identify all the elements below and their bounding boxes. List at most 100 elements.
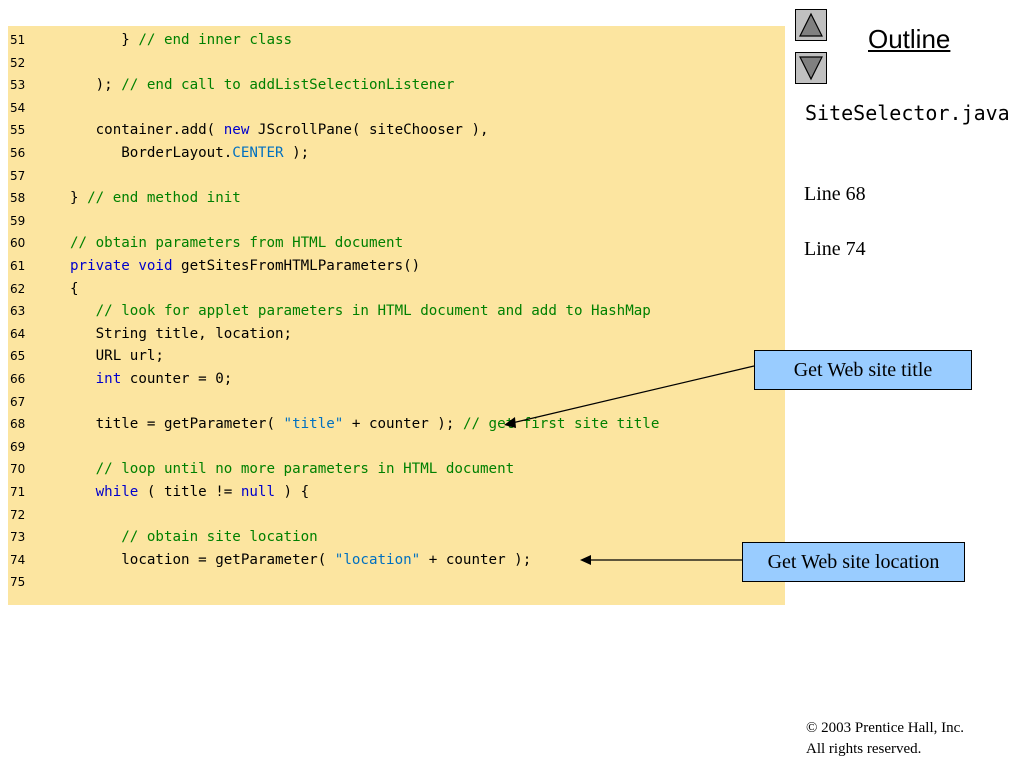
code-line: 65 URL url; [8, 345, 785, 367]
callout-web-site-location: Get Web site location [742, 542, 965, 582]
line-number: 66 [10, 372, 26, 386]
code-text: title = getParameter( "title" + counter … [70, 413, 660, 435]
code-text: location = getParameter( "location" + co… [70, 549, 531, 571]
line-number: 69 [10, 439, 26, 454]
file-name: SiteSelector.java [805, 101, 1010, 125]
code-token: + counter ); [343, 416, 463, 433]
line-number: 75 [10, 575, 26, 590]
code-token: ); [70, 77, 122, 94]
code-text: ); // end call to addListSelectionListen… [70, 74, 455, 96]
code-token: JScrollPane( siteChooser ), [249, 122, 489, 139]
line-number: 67 [10, 394, 26, 409]
code-text: while ( title != null ) { [70, 481, 310, 503]
outline-link[interactable]: Outline [868, 24, 951, 54]
code-token: String title, location; [70, 325, 293, 342]
code-token: ); [283, 145, 310, 161]
line-number: 70 [10, 462, 26, 477]
line-number: 60 [10, 236, 26, 251]
code-line: 54 [8, 97, 785, 119]
arrowhead-icon [580, 555, 591, 565]
arrow-to-line-68 [511, 365, 755, 424]
code-line: 71 while ( title != null ) { [8, 481, 785, 503]
code-text: private void getSitesFromHTMLParameters(… [70, 255, 420, 277]
line-number: 56 [10, 146, 26, 160]
code-token: // end call to addListSelectionListener [121, 77, 455, 94]
code-listing: 51 } // end inner class 52 53 ); // end ca… [8, 26, 785, 605]
code-token: getSitesFromHTMLParameters() [172, 258, 421, 274]
code-text: // obtain parameters from HTML document [70, 232, 403, 254]
code-token: null [240, 484, 276, 500]
callout-web-site-title: Get Web site title [754, 350, 972, 390]
code-token: + counter ); [420, 551, 532, 568]
line-number: 59 [10, 213, 26, 228]
previous-slide-button[interactable] [795, 9, 827, 41]
code-token: title = getParameter( [70, 416, 284, 433]
triangle-up-icon [799, 12, 823, 37]
code-token: // look for applet parameters in HTML do… [95, 303, 651, 320]
line-number: 52 [10, 55, 26, 70]
code-token: int [95, 371, 122, 387]
line-number: 61 [10, 259, 26, 273]
code-text: // loop until no more parameters in HTML… [70, 458, 515, 480]
code-token: ( title != [138, 484, 241, 500]
next-slide-button[interactable] [795, 52, 827, 84]
code-text: int counter = 0; [70, 368, 233, 390]
code-token: container.add( [70, 122, 224, 139]
copyright-text: © 2003 Prentice Hall, Inc. [806, 720, 965, 736]
code-token: } [70, 190, 88, 207]
line-reference: Line 74 [804, 238, 866, 260]
line-number: 53 [10, 78, 26, 93]
line-number: 72 [10, 507, 26, 522]
code-text: BorderLayout.CENTER ); [70, 142, 309, 164]
code-line: 73 // obtain site location [8, 526, 785, 548]
code-line: 61 private void getSitesFromHTMLParameter… [8, 255, 785, 277]
code-token: CENTER [232, 145, 284, 161]
line-number: 73 [10, 530, 26, 545]
triangle-down-icon [799, 56, 823, 81]
code-line: 62{ [8, 278, 785, 300]
line-number: 63 [10, 304, 26, 319]
code-line: 75 [8, 571, 785, 593]
code-line: 53 ); // end call to addListSelectionLis… [8, 74, 785, 96]
code-text: container.add( new JScrollPane( siteChoo… [70, 119, 489, 141]
line-reference: Line 68 [804, 183, 866, 205]
code-text: } // end method init [70, 187, 241, 209]
line-number: 62 [10, 281, 26, 296]
code-line: 59 [8, 210, 785, 232]
code-text: URL url; [70, 345, 164, 367]
code-token: // loop until no more parameters in HTML… [95, 461, 515, 478]
code-token: // end inner class [138, 32, 293, 48]
arrowhead-icon [504, 417, 516, 428]
code-line: 70 // loop until no more parameters in H… [8, 458, 785, 480]
line-number: 57 [10, 168, 26, 183]
code-line: 57 [8, 165, 785, 187]
code-text: // look for applet parameters in HTML do… [70, 300, 651, 322]
code-token: while [95, 484, 139, 500]
code-line: 52 [8, 52, 785, 74]
code-line: 66 int counter = 0; [8, 368, 785, 390]
code-token: new [223, 122, 250, 139]
code-token: ) { [275, 484, 310, 500]
code-token: } [70, 32, 139, 48]
code-line: 58 } // end method init [8, 187, 785, 209]
code-token: // obtain parameters from HTML document [70, 235, 404, 252]
code-token: private [70, 258, 130, 274]
line-number: 64 [10, 326, 26, 341]
line-number: 58 [10, 191, 26, 206]
code-line: 64 String title, location; [8, 323, 785, 345]
code-text: String title, location; [70, 323, 292, 345]
code-line: 60 // obtain parameters from HTML documen… [8, 232, 785, 254]
code-token: // get first site title [462, 416, 660, 433]
code-line: 51 } // end inner class [8, 29, 785, 51]
code-token: void [138, 258, 173, 274]
code-token: // obtain site location [121, 529, 318, 546]
code-line: 69 [8, 436, 785, 458]
code-token: BorderLayout. [70, 145, 233, 161]
copyright-footer: © 2003 Prentice Hall, Inc. All rights re… [806, 718, 964, 760]
line-number: 65 [10, 349, 26, 364]
code-line: 68 title = getParameter( "title" + count… [8, 413, 785, 435]
line-number: 55 [10, 123, 26, 138]
line-number: 71 [10, 485, 26, 499]
line-number: 74 [10, 552, 26, 567]
